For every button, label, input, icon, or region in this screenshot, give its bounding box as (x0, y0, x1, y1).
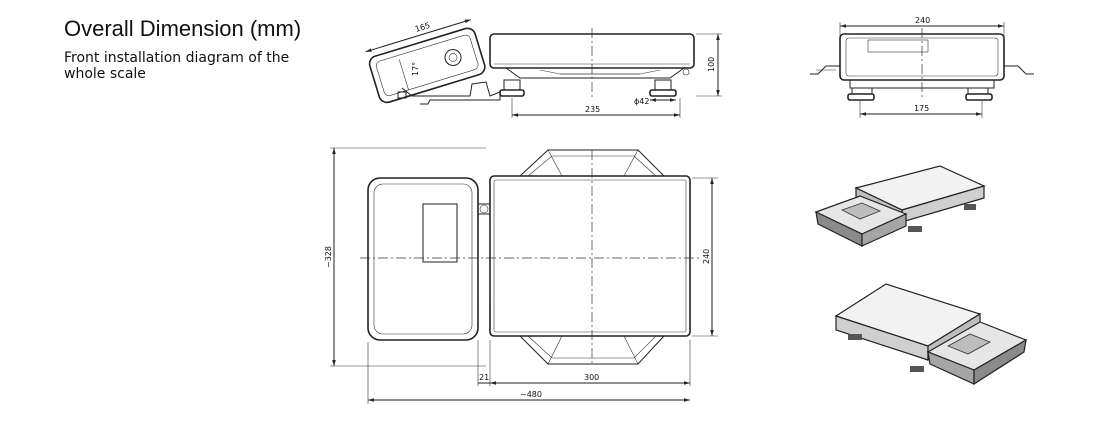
side-foot-left (499, 89, 525, 97)
dim-display-width: 165 (414, 21, 431, 34)
front-foot-left (847, 93, 875, 101)
page-title: Overall Dimension (mm) (64, 16, 302, 41)
dim-overall-width: ~480 (520, 390, 542, 399)
dim-foot-diameter: ϕ42 (634, 97, 649, 106)
dim-front-width: 240 (915, 16, 930, 25)
dim-platform-width: 300 (584, 373, 599, 382)
scale-3d-view-rear-left-icon (834, 283, 1028, 386)
dim-platform-depth: 240 (702, 249, 711, 264)
dim-gap: 21 (479, 373, 489, 382)
scale-3d-view-front-left-icon (814, 165, 986, 247)
top-view-drawing: ~328 240 21 300 ~480 (324, 147, 718, 404)
dim-display-tilt: 17° (411, 62, 420, 76)
dim-foot-offset: 235 (585, 105, 600, 114)
front-view-drawing: 240 175 (810, 16, 1034, 118)
dim-foot-span: 175 (914, 104, 929, 113)
side-foot-right (649, 89, 677, 97)
dim-overall-depth: ~328 (324, 246, 333, 268)
side-display-unit (368, 27, 486, 104)
front-foot-right (965, 93, 993, 101)
top-display-screen (422, 203, 458, 263)
side-view-drawing: 165 17° 100 235 ϕ42 (365, 19, 722, 118)
diagram-caption: Front installation diagram of the whole … (64, 50, 290, 82)
top-platform (489, 175, 691, 337)
dim-height: 100 (707, 57, 716, 72)
